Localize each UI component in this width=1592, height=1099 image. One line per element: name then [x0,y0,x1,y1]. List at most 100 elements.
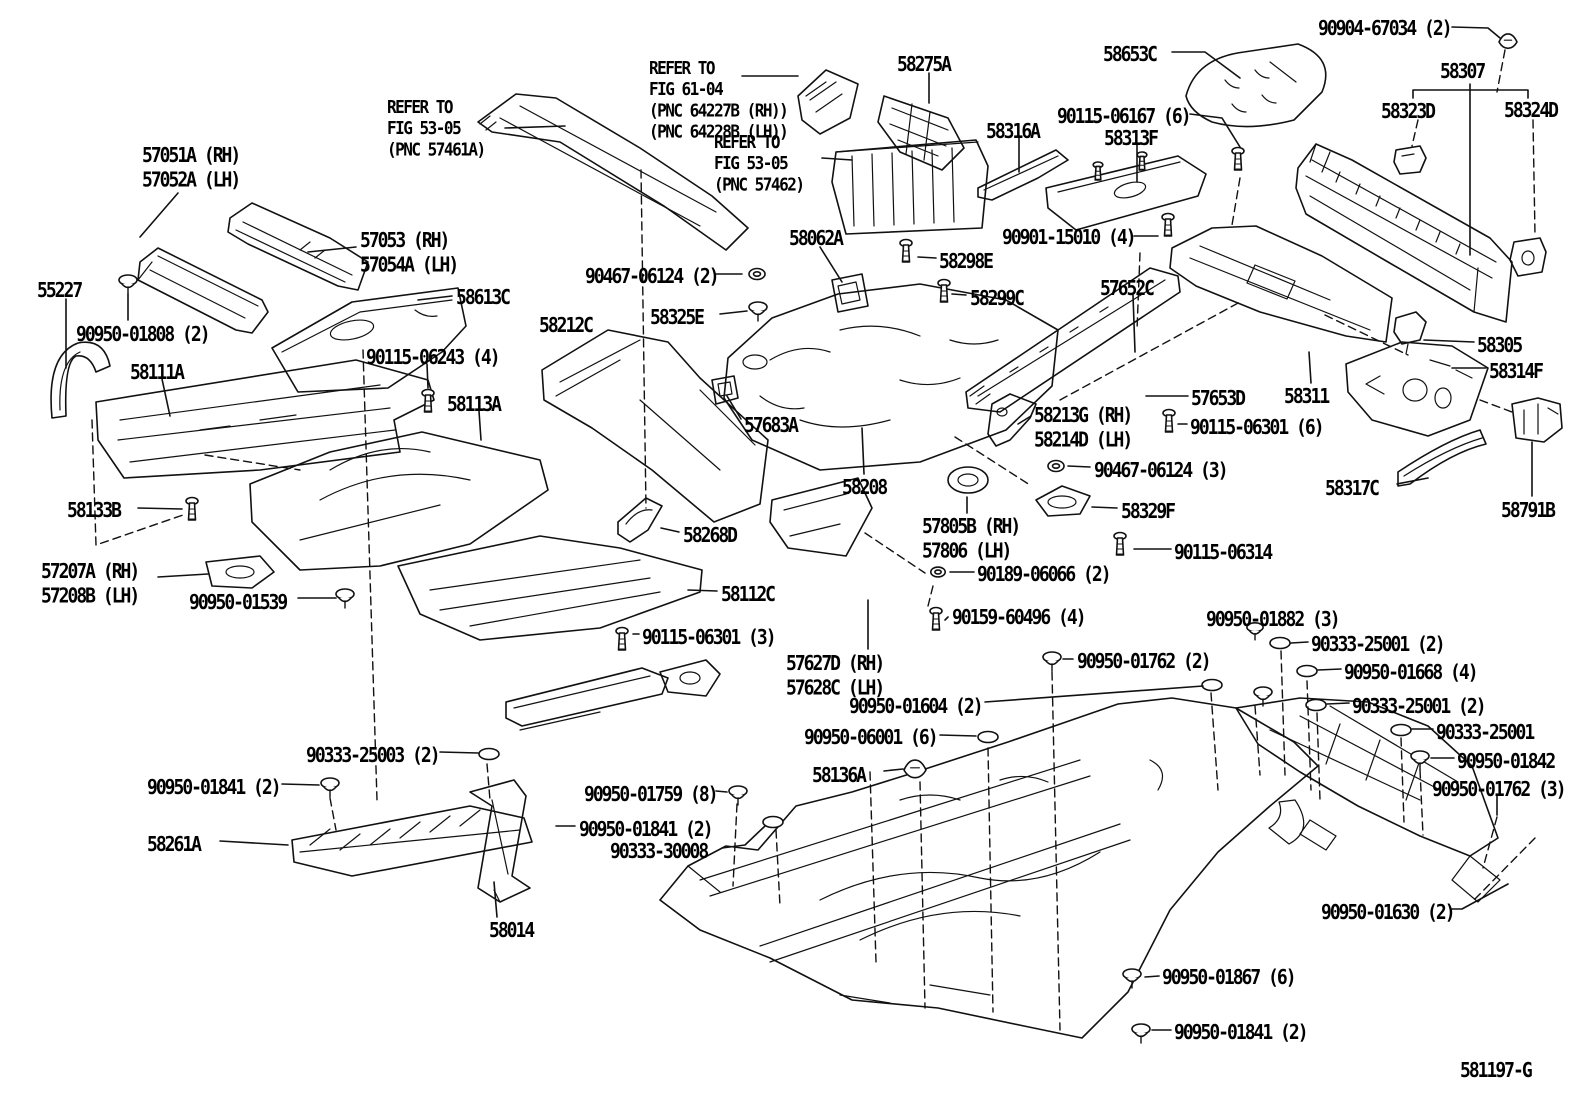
label-57652c: 57652C [1100,277,1155,301]
part-58314f-lower-back-panel [1346,342,1488,436]
label-refer-fig-53-05-rear: REFER TO FIG 53-05 (PNC 57462) [714,131,805,195]
label-57805b-57806: 57805B (RH) 57806 (LH) [922,515,1021,564]
label-57653d: 57653D [1191,387,1246,411]
label-58111a: 58111A [130,361,185,385]
label-diagram-code: 581197-G [1460,1059,1533,1083]
label-58329f: 58329F [1121,500,1176,524]
label-57053-57054a: 57053 (RH) 57054A (LH) [360,229,459,278]
part-refer-61-04-bracket [798,70,858,134]
label-58323d: 58323D [1381,100,1436,124]
part-57683a-clamp [712,376,738,404]
part-58111a-front-floor-pan [96,360,434,478]
label-90950-01539: 90950-01539 [189,591,288,615]
part-58307-rear-end-panel [1296,144,1512,322]
part-rear-seat-panel [832,140,988,234]
label-90950-01762-b: 90950-01762 (3) [1432,778,1567,802]
label-90333-25001-a: 90333-25001 (2) [1311,633,1446,657]
part-58323d-clip [1394,146,1426,174]
label-90904-67034: 90904-67034 (2) [1318,17,1453,41]
label-57683a: 57683A [744,414,799,438]
label-90950-01630: 90950-01630 (2) [1321,901,1456,925]
label-58208: 58208 [842,476,888,500]
label-57627d-57628c: 57627D (RH) 57628C (LH) [786,652,885,701]
part-58329f-plate [1036,486,1090,516]
label-90950-01668: 90950-01668 (4) [1344,661,1479,685]
label-55227: 55227 [37,279,83,303]
label-58213g-58214d: 58213G (RH) 58214D (LH) [1034,404,1133,453]
part-57463b-bracket [660,660,720,696]
label-90950-01882: 90950-01882 (3) [1206,608,1341,632]
part-57652c-crossmember [966,268,1180,412]
label-58298e: 58298E [939,250,994,274]
assembly-dashed-lines [92,50,1535,1030]
label-90950-01604: 90950-01604 (2) [849,695,984,719]
part-58212c-floor-pan [542,330,768,522]
label-58014: 58014 [489,919,535,943]
part-underbody-rear-floor [1236,698,1500,902]
label-90950-01841-a: 90950-01841 (2) [147,776,282,800]
part-57051a-front-floor-member [138,248,268,333]
part-58311-rear-floor-pan [1170,226,1392,342]
label-90333-30008: 90333-30008 [610,840,709,864]
label-90950-01759: 90950-01759 (8) [584,783,719,807]
label-58316a: 58316A [986,120,1041,144]
part-58613c-cover-panel [272,288,466,392]
label-90333-25001-c: 90333-25001 [1436,721,1535,745]
label-refer-fig-61-04: REFER TO FIG 61-04 (PNC 64227B (RH)) (PN… [649,57,789,143]
label-58791b: 58791B [1501,499,1556,523]
label-90950-01842: 90950-01842 [1457,750,1556,774]
label-refer-fig-53-05-front: REFER TO FIG 53-05 (PNC 57461A) [387,96,486,160]
part-58062a-clamp [832,274,868,312]
label-90950-01867: 90950-01867 (6) [1162,966,1297,990]
fastener-glyphs [118,33,1518,1044]
leader-lines [66,27,1532,1030]
label-90115-06314: 90115-06314 [1174,541,1273,565]
label-90467-06124-b: 90467-06124 (3) [1094,459,1229,483]
part-58113a-front-floor-pan [250,432,548,570]
label-58317c: 58317C [1325,477,1380,501]
label-58299c: 58299C [970,287,1025,311]
label-90901-15010: 90901-15010 (4) [1002,226,1137,250]
label-90467-06124-a: 90467-06124 (2) [585,265,720,289]
part-57417b-sill-member [506,668,668,730]
label-58311: 58311 [1284,385,1330,409]
label-90950-01762-a: 90950-01762 (2) [1077,650,1212,674]
label-58268d: 58268D [683,524,738,548]
label-90950-06001: 90950-06001 (6) [804,726,939,750]
label-58133b: 58133B [67,499,122,523]
label-58062a: 58062A [789,227,844,251]
part-55227-bracket [51,342,110,418]
label-90159-60496: 90159-60496 (4) [952,606,1087,630]
part-58791b-bracket [1512,398,1562,442]
label-90950-01841-c: 90950-01841 (2) [1174,1021,1309,1045]
label-90115-06301-b: 90115-06301 (3) [642,626,777,650]
part-57207a-bracket [206,556,274,588]
label-90115-06243: 90115-06243 (4) [366,346,501,370]
label-58261a: 58261A [147,833,202,857]
label-58305: 58305 [1477,334,1523,358]
label-58212c: 58212C [539,314,594,338]
label-58113a: 58113A [447,393,502,417]
part-58112c-front-floor-pan [398,536,702,640]
label-58307: 58307 [1440,60,1486,84]
label-58324d: 58324D [1504,99,1559,123]
part-58261a-member [292,806,532,876]
part-58208-center-floor-pan [724,284,1058,470]
label-58275a: 58275A [897,53,952,77]
part-58316a-strip [978,150,1068,200]
label-90115-06301-a: 90115-06301 (6) [1190,416,1325,440]
label-58653c: 58653C [1103,43,1158,67]
label-90189-06066: 90189-06066 (2) [977,563,1112,587]
label-58325e: 58325E [650,306,705,330]
part-57053-front-floor-member [228,203,368,290]
label-90333-25001-b: 90333-25001 (2) [1352,695,1487,719]
label-58613c: 58613C [456,286,511,310]
label-57051a-57052a: 57051A (RH) 57052A (LH) [142,144,241,193]
label-90950-01808: 90950-01808 (2) [76,323,211,347]
part-58275a-bracket [878,96,964,170]
label-57207a-57208b: 57207A (RH) 57208B (LH) [41,560,140,609]
part-58313f-bracket [1046,151,1206,230]
